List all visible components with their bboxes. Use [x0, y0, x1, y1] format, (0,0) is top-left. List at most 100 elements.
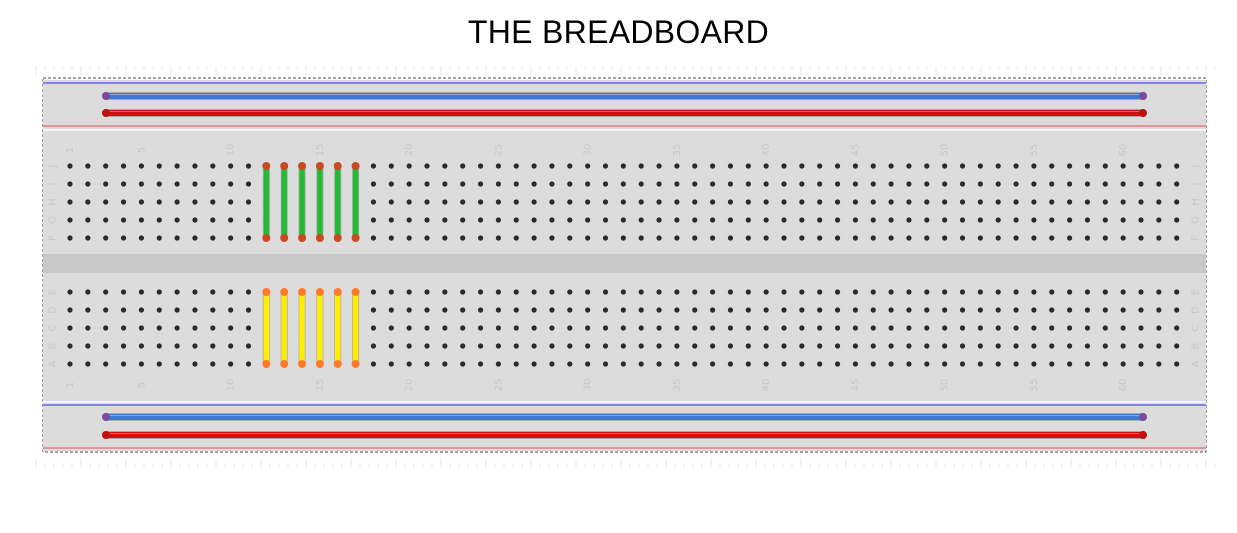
column-number-label: 60	[1118, 379, 1129, 392]
breadboard-hole	[567, 289, 573, 295]
breadboard-hole	[942, 361, 948, 367]
breadboard-hole	[210, 199, 216, 205]
breadboard-hole	[210, 163, 216, 169]
breadboard-hole	[1102, 217, 1108, 223]
breadboard-hole	[585, 181, 591, 187]
breadboard-hole	[1013, 199, 1019, 205]
breadboard-hole	[549, 325, 555, 331]
breadboard-hole	[585, 325, 591, 331]
breadboard-hole	[1102, 343, 1108, 349]
breadboard-hole	[495, 343, 501, 349]
green-jumper-wire-end	[315, 234, 324, 242]
green-jumper-wire-end	[333, 162, 342, 170]
breadboard-hole	[924, 307, 930, 313]
breadboard-hole	[1031, 217, 1037, 223]
breadboard-hole	[174, 235, 180, 241]
column-number-label: 30	[583, 144, 594, 157]
breadboard-hole	[745, 181, 751, 187]
breadboard-hole	[620, 289, 626, 295]
breadboard-hole	[210, 289, 216, 295]
breadboard-hole	[656, 307, 662, 313]
breadboard-hole	[192, 307, 198, 313]
breadboard-hole	[745, 361, 751, 367]
breadboard-hole	[549, 181, 555, 187]
top-power-rail	[43, 80, 1206, 129]
breadboard-hole	[120, 163, 127, 169]
breadboard-hole	[567, 163, 573, 169]
breadboard-hole	[924, 361, 930, 367]
breadboard-hole	[995, 325, 1001, 331]
breadboard-hole	[585, 235, 591, 241]
column-number-label: 5	[136, 382, 147, 388]
breadboard-hole	[424, 361, 430, 367]
breadboard-hole	[977, 307, 983, 313]
breadboard-hole	[388, 235, 394, 241]
breadboard-hole	[995, 343, 1001, 349]
breadboard-hole	[120, 289, 127, 295]
breadboard-hole	[192, 361, 198, 367]
breadboard-hole	[406, 217, 412, 223]
breadboard-hole	[692, 235, 698, 241]
breadboard-hole	[1138, 235, 1144, 241]
breadboard-hole	[67, 181, 73, 187]
breadboard-hole	[192, 217, 198, 223]
breadboard-hole	[870, 235, 876, 241]
breadboard-hole	[906, 307, 912, 313]
breadboard-hole	[763, 361, 769, 367]
hole-grid	[67, 163, 1180, 367]
breadboard-hole	[1049, 325, 1055, 331]
breadboard-hole	[1084, 307, 1091, 313]
breadboard-hole	[210, 307, 216, 313]
breadboard-hole	[156, 235, 162, 241]
breadboard-hole	[228, 235, 234, 241]
breadboard-hole	[870, 361, 876, 367]
row-letter-label: E	[1191, 289, 1202, 295]
breadboard-hole	[602, 163, 609, 169]
green-jumper-wire-end	[262, 234, 271, 242]
breadboard-hole	[692, 217, 698, 223]
breadboard-hole	[442, 361, 448, 367]
breadboard-hole	[1138, 289, 1144, 295]
breadboard-hole	[531, 361, 537, 367]
breadboard-hole	[906, 361, 912, 367]
breadboard-hole	[781, 217, 787, 223]
breadboard-hole	[1067, 325, 1073, 331]
breadboard-hole	[959, 343, 966, 349]
column-number-label: 25	[493, 379, 504, 392]
breadboard-hole	[1138, 343, 1144, 349]
breadboard-hole	[924, 289, 930, 295]
breadboard-hole	[549, 361, 555, 367]
breadboard-hole	[959, 163, 966, 169]
breadboard-hole	[85, 289, 91, 295]
breadboard-hole	[852, 325, 859, 331]
breadboard-hole	[924, 163, 930, 169]
breadboard-hole	[424, 199, 430, 205]
breadboard-hole	[924, 235, 930, 241]
breadboard-hole	[959, 289, 966, 295]
breadboard-hole	[513, 199, 519, 205]
breadboard-hole	[942, 325, 948, 331]
breadboard-hole	[156, 361, 162, 367]
breadboard-hole	[103, 235, 109, 241]
breadboard-hole	[977, 343, 983, 349]
breadboard-hole	[1138, 307, 1144, 313]
breadboard-hole	[745, 289, 751, 295]
breadboard-hole	[1049, 289, 1055, 295]
column-number-label: 35	[672, 144, 683, 157]
yellow-jumper-wire-end	[315, 288, 324, 296]
breadboard-hole	[228, 343, 234, 349]
breadboard-hole	[1084, 289, 1091, 295]
breadboard-hole	[460, 325, 466, 331]
breadboard-hole	[120, 343, 127, 349]
breadboard-hole	[585, 217, 591, 223]
breadboard-hole	[763, 181, 769, 187]
column-number-label: 10	[226, 379, 237, 392]
breadboard-hole	[67, 289, 73, 295]
yellow-jumper-wire-end	[351, 360, 360, 368]
breadboard-hole	[888, 181, 894, 187]
breadboard-hole	[942, 289, 948, 295]
breadboard-hole	[174, 181, 180, 187]
breadboard-hole	[85, 343, 91, 349]
breadboard-hole	[763, 217, 769, 223]
